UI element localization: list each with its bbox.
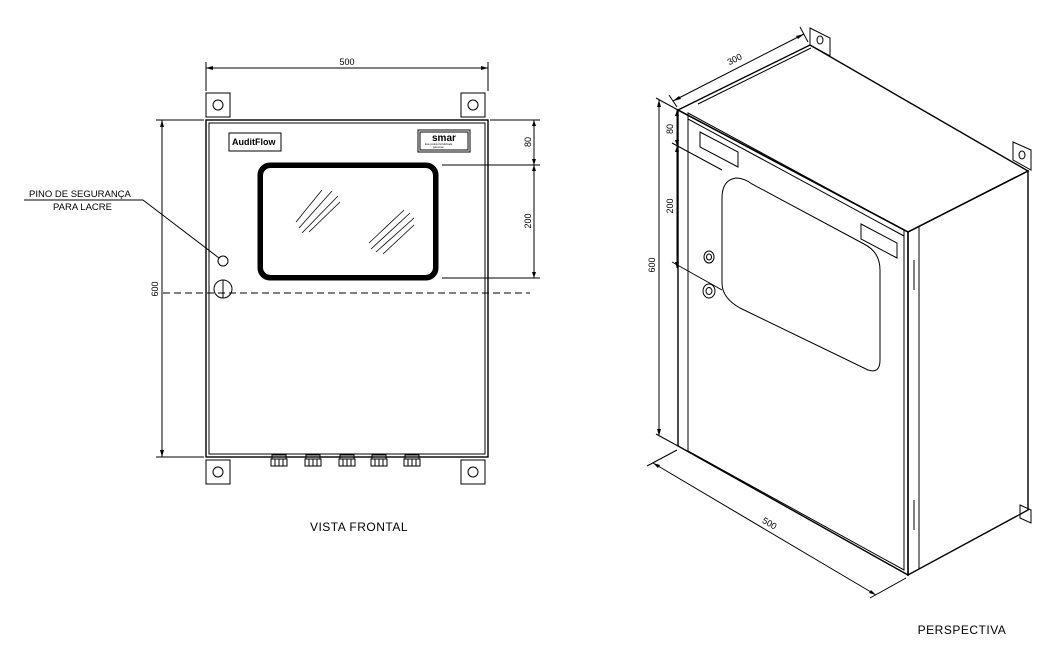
viewing-window-inner xyxy=(262,167,434,276)
dimension-window-right: 80 200 xyxy=(442,119,540,279)
security-pin-note: PINO DE SEGURANÇA PARA LACRE xyxy=(24,189,220,259)
enclosure-front-face xyxy=(677,108,909,577)
security-pin xyxy=(217,255,229,267)
dimension-width-front-label: 500 xyxy=(339,57,354,67)
mounting-tab-bottom-left xyxy=(205,459,231,485)
perspective-door-lock xyxy=(702,283,716,299)
cable-gland xyxy=(403,454,421,467)
dimension-top-label: 80 xyxy=(523,137,533,147)
dimension-height-front-label: 600 xyxy=(150,281,160,296)
dimension-width-perspective: 500 xyxy=(646,449,907,599)
perspective-mounting-tab-right xyxy=(1012,141,1032,171)
viewing-window-frame xyxy=(257,162,439,281)
dimension-width-perspective-label: 500 xyxy=(760,515,778,531)
cable-gland xyxy=(370,454,388,467)
glass-reflection-right xyxy=(368,209,415,255)
security-pin-note-line2: PARA LACRE xyxy=(53,202,112,213)
perspective-nameplate-right xyxy=(860,223,898,259)
security-pin-note-line1: PINO DE SEGURANÇA xyxy=(29,189,132,200)
dimension-depth-perspective: 300 xyxy=(668,26,809,108)
perspective-mounting-tab-bottom xyxy=(1019,504,1032,524)
cable-gland xyxy=(338,454,356,467)
dimension-depth-label: 300 xyxy=(726,51,744,67)
perspective-mounting-tab-top xyxy=(809,27,831,57)
smar-logo-text: smar xyxy=(432,133,456,144)
perspective-view: 300 600 80 200 500 PERSPECTIVA xyxy=(646,26,1032,637)
dimension-height-perspective-label: 600 xyxy=(647,257,657,272)
front-view: AuditFlow smar Este produto foi fabricad… xyxy=(24,57,540,534)
enclosure-side-face xyxy=(907,169,1029,577)
dimension-width-front: 500 xyxy=(205,57,489,91)
mounting-tab-top-left xyxy=(205,92,231,118)
front-door-outline xyxy=(208,122,486,455)
cable-glands xyxy=(270,454,421,467)
perspective-window xyxy=(721,177,881,372)
perspective-nameplate-left xyxy=(699,131,739,168)
glass-reflection-left xyxy=(295,189,341,234)
dimension-height-perspective: 600 xyxy=(647,97,679,447)
auditflow-label: AuditFlow xyxy=(232,137,276,147)
dimension-height-front: 600 xyxy=(150,119,204,458)
cable-gland xyxy=(304,454,322,467)
perspective-door-lock-inner xyxy=(705,287,713,295)
perspective-security-pin-inner xyxy=(706,253,712,261)
smar-plate-line1: Este produto foi fabricado xyxy=(425,143,453,146)
door-top-edge xyxy=(687,118,905,237)
mounting-tab-bottom-right xyxy=(460,459,486,485)
mounting-tab-top-right xyxy=(460,92,486,118)
perspective-view-title: PERSPECTIVA xyxy=(918,623,1007,637)
dimension-window-perspective-label: 200 xyxy=(665,198,675,213)
perspective-security-pin xyxy=(703,250,715,264)
dimension-window-perspective: 80 200 xyxy=(665,110,723,291)
dimension-top-perspective-label: 80 xyxy=(665,124,675,134)
enclosure-door xyxy=(687,112,905,571)
smar-plate-line2: pela smar xyxy=(433,146,444,149)
smar-nameplate: smar Este produto foi fabricado pela sma… xyxy=(417,129,471,153)
front-view-title: VISTA FRONTAL xyxy=(310,520,408,534)
auditflow-nameplate xyxy=(228,132,282,152)
dimension-window-label: 200 xyxy=(523,213,533,228)
top-face-rim xyxy=(697,47,812,105)
front-enclosure-outline xyxy=(205,119,489,458)
cable-gland xyxy=(270,454,288,467)
